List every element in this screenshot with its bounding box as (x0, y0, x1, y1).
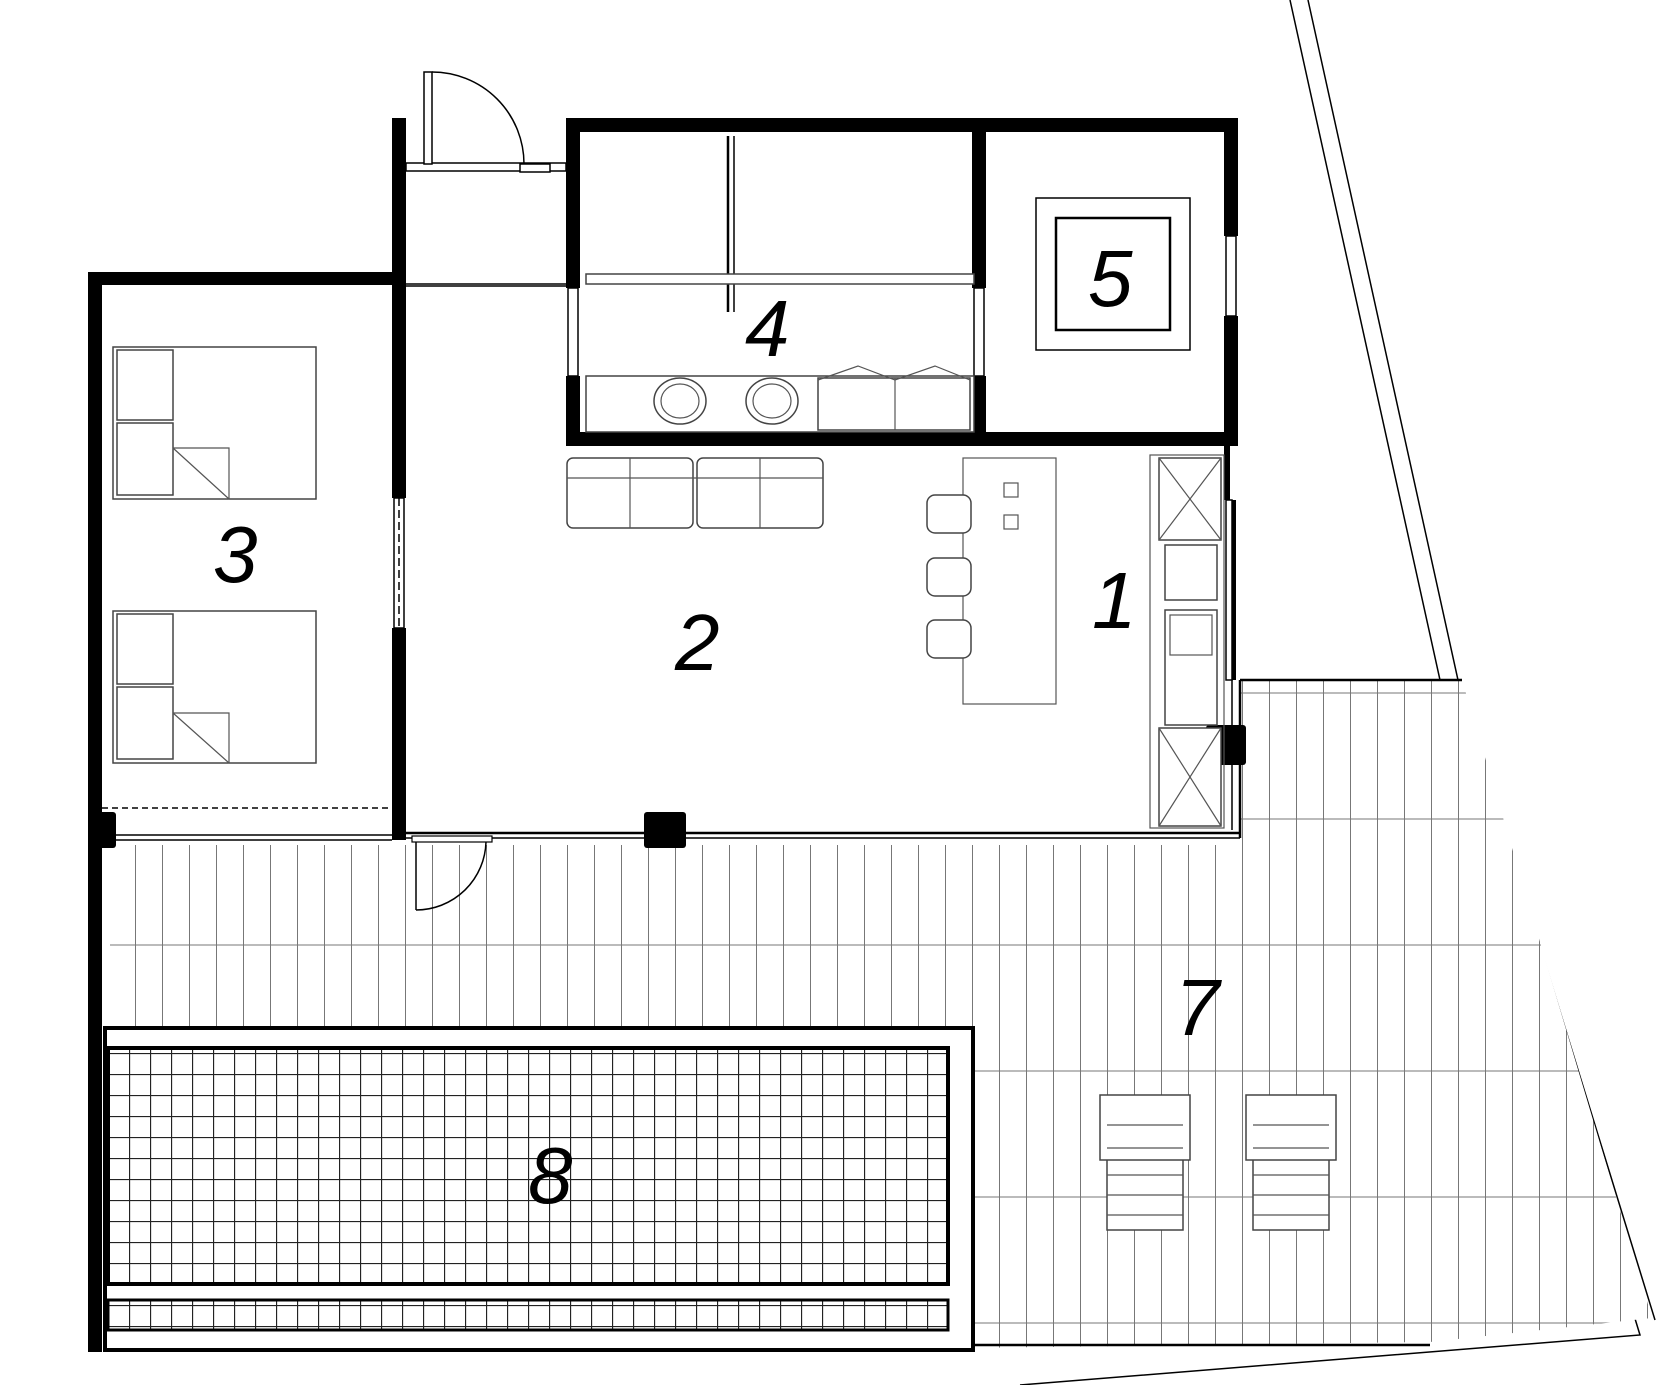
room5-feature (1035, 197, 1191, 351)
room-number-3: 3 (213, 510, 258, 599)
glazing-lines (102, 235, 1242, 841)
room-number-7: 7 (1175, 963, 1222, 1052)
kitchen-island (926, 457, 1057, 705)
room-number-4: 4 (745, 284, 790, 373)
kitchen-counter (1149, 454, 1225, 829)
sofa (566, 457, 824, 529)
pool (103, 1026, 975, 1352)
room-labels: 1 2 3 4 5 7 8 (213, 234, 1222, 1220)
beds (112, 346, 317, 764)
room-number-8: 8 (528, 1131, 573, 1220)
bathroom-fixtures (585, 136, 975, 433)
room-number-1: 1 (1092, 556, 1137, 645)
walls (88, 118, 1246, 1352)
room-number-2: 2 (674, 598, 720, 687)
room-number-5: 5 (1088, 234, 1133, 323)
sun-loungers (1099, 1094, 1337, 1231)
terrace-door (411, 835, 493, 911)
entry-door (405, 71, 567, 173)
